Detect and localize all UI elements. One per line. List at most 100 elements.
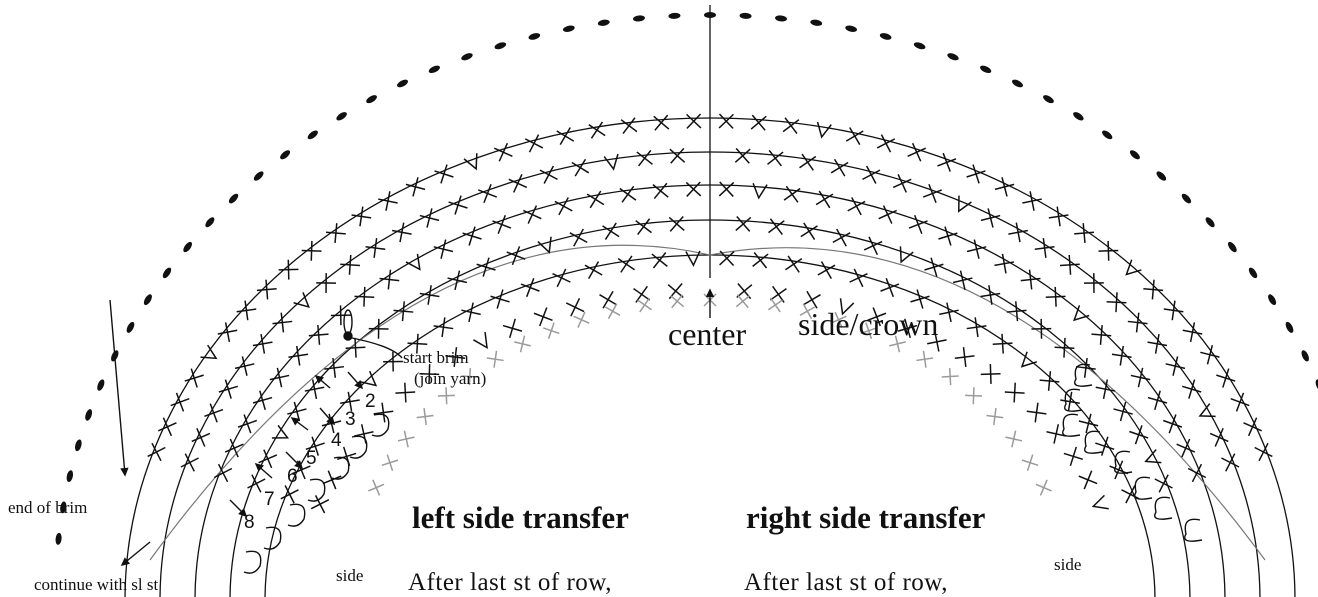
increase-symbol xyxy=(816,121,832,139)
side-label-right: side xyxy=(1054,555,1082,574)
single-crochet-symbol xyxy=(325,223,346,243)
increase-symbol xyxy=(1020,351,1038,368)
row-number-3: 3 xyxy=(345,409,356,430)
slip-stitch-dot xyxy=(775,15,787,22)
single-crochet-symbol xyxy=(565,298,585,317)
single-crochet-symbol xyxy=(1113,401,1133,422)
single-crochet-symbol xyxy=(224,438,244,458)
slip-stitch-dot xyxy=(60,501,67,514)
slip-stitch-dot xyxy=(562,25,575,32)
single-crochet-symbol xyxy=(910,289,930,309)
single-crochet-symbol xyxy=(204,403,224,423)
single-crochet-symbol xyxy=(1200,344,1220,365)
single-crochet-symbol xyxy=(340,254,361,275)
single-crochet-symbol xyxy=(1165,356,1186,376)
single-crochet-symbol xyxy=(170,392,190,412)
single-crochet-symbol xyxy=(685,181,702,197)
single-crochet-symbol xyxy=(1060,391,1080,412)
single-crochet-symbol xyxy=(966,317,987,338)
slip-stitch-dot xyxy=(1181,193,1192,204)
single-crochet-symbol xyxy=(354,424,374,444)
single-crochet-symbol xyxy=(539,165,558,184)
single-crochet-symbol xyxy=(1063,446,1084,467)
single-crochet-symbol xyxy=(1209,428,1229,447)
slip-stitch-dot xyxy=(810,19,823,26)
single-crochet-symbol xyxy=(1098,240,1119,261)
single-crochet-symbol xyxy=(252,390,273,410)
single-crochet-symbol xyxy=(514,335,531,353)
single-crochet-symbol xyxy=(966,239,987,259)
single-crochet-symbol xyxy=(351,206,372,227)
row-direction-arrow-icon xyxy=(120,541,151,567)
slip-stitch-dot xyxy=(428,65,440,74)
single-crochet-symbol xyxy=(916,350,934,368)
single-crochet-symbol xyxy=(506,246,526,266)
increase-symbol xyxy=(1125,259,1142,276)
turn-loop-icon xyxy=(263,526,282,550)
single-crochet-symbol xyxy=(419,285,440,305)
single-crochet-symbol xyxy=(1143,279,1164,300)
single-crochet-symbol xyxy=(393,301,414,322)
single-crochet-symbol xyxy=(980,364,1001,384)
single-crochet-symbol xyxy=(980,208,1001,228)
end-of-brim-label: end of brim xyxy=(8,498,88,517)
single-crochet-symbol xyxy=(927,331,947,352)
single-crochet-symbol xyxy=(280,485,299,504)
increase-symbol xyxy=(603,153,619,171)
row-direction-arrow-icon xyxy=(319,407,336,426)
turn-loop-icon xyxy=(371,413,390,437)
increase-symbol xyxy=(537,236,552,254)
single-crochet-symbol xyxy=(966,164,986,184)
single-crochet-symbol xyxy=(637,297,653,313)
single-crochet-symbol xyxy=(617,255,635,273)
row-direction-arrow-icon xyxy=(347,371,364,390)
single-crochet-symbol xyxy=(322,470,342,490)
single-crochet-symbol xyxy=(994,177,1015,197)
single-crochet-symbol xyxy=(365,238,386,258)
single-crochet-symbol xyxy=(419,208,440,228)
slip-stitch-dot xyxy=(947,53,959,61)
single-crochet-symbol xyxy=(330,305,351,326)
single-crochet-symbol xyxy=(633,285,651,303)
single-crochet-symbol xyxy=(651,252,668,269)
row-number-7: 7 xyxy=(264,489,275,510)
single-crochet-symbol xyxy=(461,302,481,323)
increase-symbol xyxy=(1072,305,1090,322)
single-crochet-symbol xyxy=(686,113,702,129)
single-crochet-symbol xyxy=(433,239,454,259)
left-side-transfer-title: left side transfer xyxy=(412,500,629,535)
increase-symbol xyxy=(473,331,488,350)
single-crochet-symbol xyxy=(378,191,398,211)
single-crochet-symbol xyxy=(941,368,959,386)
single-crochet-symbol xyxy=(586,190,605,209)
single-crochet-symbol xyxy=(897,318,918,339)
continue-label: continue with sl st xyxy=(34,575,159,594)
row-direction-arrow-icon xyxy=(109,299,129,477)
increase-symbol xyxy=(271,424,290,439)
slip-stitch-dot xyxy=(1228,241,1237,253)
single-crochet-symbol xyxy=(1182,322,1203,343)
slip-stitch-dot xyxy=(307,130,318,140)
slip-stitch-dot xyxy=(1285,321,1294,333)
single-crochet-symbol xyxy=(924,257,944,277)
single-crochet-symbol xyxy=(445,347,466,367)
single-crochet-symbol xyxy=(368,318,389,339)
single-crochet-symbol xyxy=(1181,379,1202,399)
single-crochet-symbol xyxy=(619,185,637,203)
increase-symbol xyxy=(752,183,768,200)
slip-stitch-dot xyxy=(1268,294,1277,306)
turn-loop-icon xyxy=(1154,496,1173,520)
turn-loop-icon xyxy=(1064,388,1083,412)
single-crochet-symbol xyxy=(1005,430,1023,448)
single-crochet-symbol xyxy=(345,337,366,358)
single-crochet-symbol xyxy=(604,303,621,319)
single-crochet-symbol xyxy=(830,311,847,328)
single-crochet-symbol xyxy=(986,408,1004,426)
slip-stitch-dot xyxy=(980,65,992,74)
increase-symbol xyxy=(360,370,378,387)
single-crochet-symbol xyxy=(419,364,440,384)
single-crochet-symbol xyxy=(1083,273,1104,293)
single-crochet-symbol xyxy=(636,149,653,167)
single-crochet-symbol xyxy=(405,177,426,197)
